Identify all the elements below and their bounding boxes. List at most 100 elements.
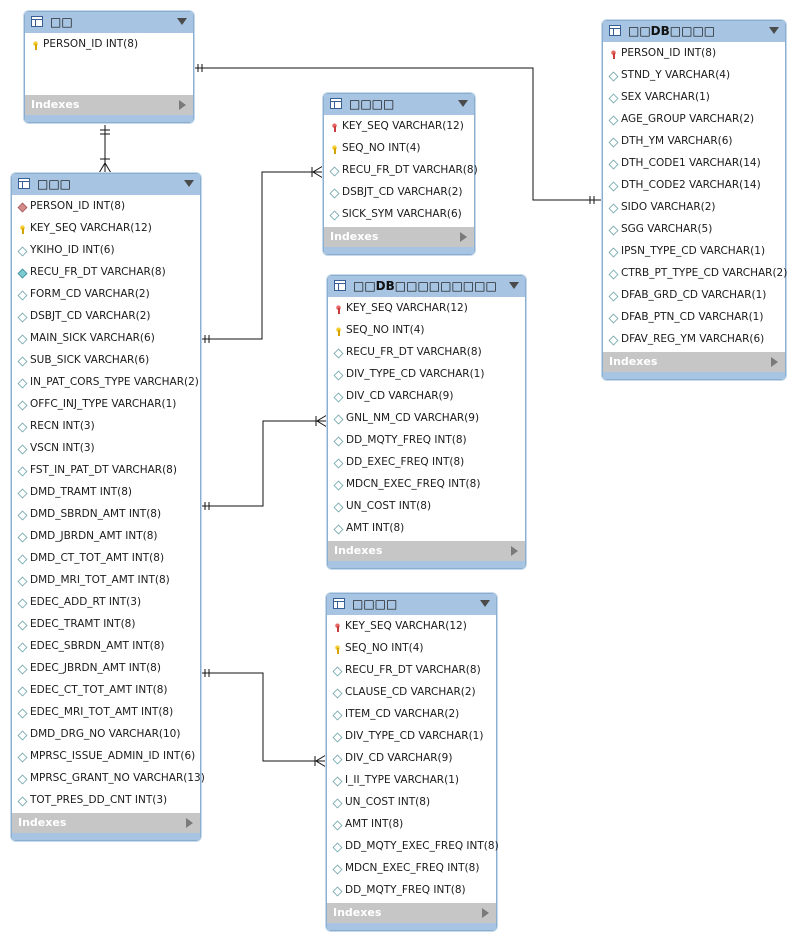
column-row[interactable]: GNL_NM_CD VARCHAR(9): [328, 409, 525, 431]
table-header[interactable]: □□DB□□□□: [603, 21, 785, 42]
column-row[interactable]: CTRB_PT_TYPE_CD VARCHAR(2): [603, 264, 787, 286]
column-row[interactable]: MDCN_EXEC_FREQ INT(8): [327, 859, 496, 881]
column-row[interactable]: EDEC_MRI_TOT_AMT INT(8): [12, 703, 200, 725]
column-row[interactable]: DSBJT_CD VARCHAR(2): [324, 183, 474, 205]
column-row[interactable]: UN_COST INT(8): [328, 497, 525, 519]
column-row[interactable]: ITEM_CD VARCHAR(2): [327, 705, 496, 727]
indexes-section[interactable]: Indexes: [324, 227, 474, 247]
column-row[interactable]: FST_IN_PAT_DT VARCHAR(8): [12, 461, 200, 483]
column-row[interactable]: EDEC_SBRDN_AMT INT(8): [12, 637, 200, 659]
column-row[interactable]: SIDO VARCHAR(2): [603, 198, 785, 220]
column-row[interactable]: DIV_CD VARCHAR(9): [327, 749, 496, 771]
column-row[interactable]: YKIHO_ID INT(6): [12, 241, 200, 263]
table-header[interactable]: □□□: [12, 174, 200, 195]
column-row[interactable]: SEQ_NO INT(4): [328, 321, 525, 343]
indexes-section[interactable]: Indexes: [25, 95, 193, 115]
column-row[interactable]: CLAUSE_CD VARCHAR(2): [327, 683, 496, 705]
db-master-table[interactable]: □□DB□□□□PERSON_ID INT(8)STND_Y VARCHAR(4…: [602, 20, 787, 380]
column-row[interactable]: AGE_GROUP VARCHAR(2): [603, 110, 785, 132]
column-row[interactable]: I_II_TYPE VARCHAR(1): [327, 771, 496, 793]
column-row[interactable]: DTH_CODE2 VARCHAR(14): [603, 176, 785, 198]
column-row[interactable]: DFAB_PTN_CD VARCHAR(1): [603, 308, 785, 330]
collapse-arrow-icon[interactable]: [480, 600, 490, 607]
collapse-arrow-icon[interactable]: [769, 27, 779, 34]
collapse-arrow-icon[interactable]: [509, 282, 519, 289]
column-row[interactable]: OFFC_INJ_TYPE VARCHAR(1): [12, 395, 200, 417]
column-row[interactable]: EDEC_CT_TOT_AMT INT(8): [12, 681, 200, 703]
treatment-table[interactable]: □□□□KEY_SEQ VARCHAR(12)SEQ_NO INT(4)RECU…: [326, 593, 499, 931]
column-row[interactable]: VSCN INT(3): [12, 439, 200, 461]
column-row[interactable]: UN_COST INT(8): [327, 793, 496, 815]
column-row[interactable]: SEQ_NO INT(4): [324, 139, 474, 161]
column-row[interactable]: KEY_SEQ VARCHAR(12): [328, 299, 525, 321]
column-row[interactable]: DFAV_REG_YM VARCHAR(6): [603, 330, 785, 352]
column-row[interactable]: DTH_YM VARCHAR(6): [603, 132, 785, 154]
column-row[interactable]: RECN INT(3): [12, 417, 200, 439]
column-row[interactable]: DMD_SBRDN_AMT INT(8): [12, 505, 200, 527]
table-header[interactable]: □□□□: [324, 94, 474, 115]
column-row[interactable]: RECU_FR_DT VARCHAR(8): [327, 661, 496, 683]
expand-arrow-icon[interactable]: [460, 232, 467, 242]
column-row[interactable]: KEY_SEQ VARCHAR(12): [324, 117, 474, 139]
column-row[interactable]: IPSN_TYPE_CD VARCHAR(1): [603, 242, 785, 264]
column-row[interactable]: RECU_FR_DT VARCHAR(8): [12, 263, 200, 285]
indexes-section[interactable]: Indexes: [603, 352, 785, 372]
column-row[interactable]: DMD_DRG_NO VARCHAR(10): [12, 725, 200, 747]
indexes-section[interactable]: Indexes: [328, 541, 525, 561]
column-row[interactable]: SGG VARCHAR(5): [603, 220, 785, 242]
column-row[interactable]: DIV_TYPE_CD VARCHAR(1): [327, 727, 496, 749]
column-row[interactable]: EDEC_ADD_RT INT(3): [12, 593, 200, 615]
column-row[interactable]: DIV_TYPE_CD VARCHAR(1): [328, 365, 525, 387]
column-row[interactable]: TOT_PRES_DD_CNT INT(3): [12, 791, 200, 813]
column-row[interactable]: DD_MQTY_FREQ INT(8): [328, 431, 525, 453]
column-row[interactable]: SEX VARCHAR(1): [603, 88, 785, 110]
expand-arrow-icon[interactable]: [511, 546, 518, 556]
expand-arrow-icon[interactable]: [482, 908, 489, 918]
column-row[interactable]: MDCN_EXEC_FREQ INT(8): [328, 475, 525, 497]
column-row[interactable]: KEY_SEQ VARCHAR(12): [12, 219, 200, 241]
expand-arrow-icon[interactable]: [771, 357, 778, 367]
column-row[interactable]: DTH_CODE1 VARCHAR(14): [603, 154, 785, 176]
person-table[interactable]: □□PERSON_ID INT(8) Indexes: [24, 11, 194, 123]
column-row[interactable]: DMD_JBRDN_AMT INT(8): [12, 527, 200, 549]
column-row[interactable]: STND_Y VARCHAR(4): [603, 66, 785, 88]
column-row[interactable]: SUB_SICK VARCHAR(6): [12, 351, 200, 373]
column-row[interactable]: AMT INT(8): [328, 519, 525, 541]
claims-table[interactable]: □□□PERSON_ID INT(8)KEY_SEQ VARCHAR(12)YK…: [11, 173, 205, 841]
column-row[interactable]: DMD_MRI_TOT_AMT INT(8): [12, 571, 200, 593]
column-row[interactable]: RECU_FR_DT VARCHAR(8): [328, 343, 525, 365]
table-header[interactable]: □□DB□□□□□□□□□: [328, 276, 525, 297]
column-row[interactable]: MAIN_SICK VARCHAR(6): [12, 329, 200, 351]
column-row[interactable]: DSBJT_CD VARCHAR(2): [12, 307, 200, 329]
collapse-arrow-icon[interactable]: [458, 100, 468, 107]
expand-arrow-icon[interactable]: [186, 818, 193, 828]
column-row[interactable]: IN_PAT_CORS_TYPE VARCHAR(2): [12, 373, 200, 395]
expand-arrow-icon[interactable]: [179, 100, 186, 110]
indexes-section[interactable]: Indexes: [327, 903, 496, 923]
column-row[interactable]: MPRSC_GRANT_NO VARCHAR(13): [12, 769, 205, 791]
column-row[interactable]: PERSON_ID INT(8): [25, 35, 193, 57]
column-row[interactable]: PERSON_ID INT(8): [12, 197, 200, 219]
column-row[interactable]: DFAB_GRD_CD VARCHAR(1): [603, 286, 785, 308]
column-row[interactable]: DD_EXEC_FREQ INT(8): [328, 453, 525, 475]
column-row[interactable]: DMD_TRAMT INT(8): [12, 483, 200, 505]
column-row[interactable]: DIV_CD VARCHAR(9): [328, 387, 525, 409]
indexes-section[interactable]: Indexes: [12, 813, 200, 833]
column-row[interactable]: RECU_FR_DT VARCHAR(8): [324, 161, 478, 183]
disease-table[interactable]: □□□□KEY_SEQ VARCHAR(12)SEQ_NO INT(4)RECU…: [323, 93, 478, 255]
column-row[interactable]: SICK_SYM VARCHAR(6): [324, 205, 474, 227]
column-row[interactable]: EDEC_TRAMT INT(8): [12, 615, 200, 637]
table-header[interactable]: □□□□: [327, 594, 496, 615]
column-row[interactable]: DD_MQTY_FREQ INT(8): [327, 881, 496, 903]
table-header[interactable]: □□: [25, 12, 193, 33]
column-row[interactable]: EDEC_JBRDN_AMT INT(8): [12, 659, 200, 681]
column-row[interactable]: MPRSC_ISSUE_ADMIN_ID INT(6): [12, 747, 200, 769]
collapse-arrow-icon[interactable]: [184, 180, 194, 187]
column-row[interactable]: SEQ_NO INT(4): [327, 639, 496, 661]
column-row[interactable]: AMT INT(8): [327, 815, 496, 837]
column-row[interactable]: DD_MQTY_EXEC_FREQ INT(8): [327, 837, 499, 859]
column-row[interactable]: FORM_CD VARCHAR(2): [12, 285, 200, 307]
column-row[interactable]: KEY_SEQ VARCHAR(12): [327, 617, 496, 639]
column-row[interactable]: DMD_CT_TOT_AMT INT(8): [12, 549, 200, 571]
column-row[interactable]: PERSON_ID INT(8): [603, 44, 785, 66]
